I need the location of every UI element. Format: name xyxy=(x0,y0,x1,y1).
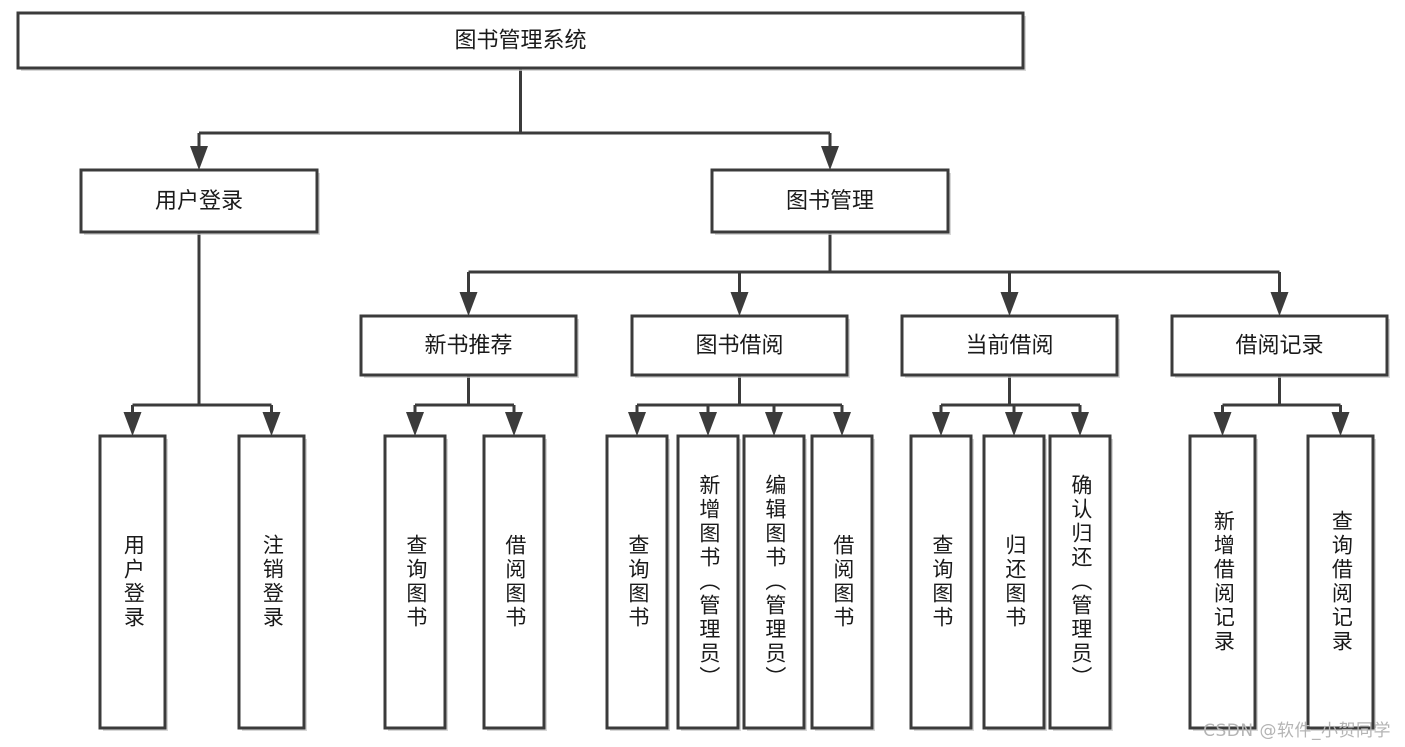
arrow-head-icon xyxy=(1005,412,1023,436)
node-box-leaf-1[interactable] xyxy=(237,434,306,730)
arrow-head-icon xyxy=(699,412,717,436)
node-box-level3-3[interactable] xyxy=(1170,314,1389,377)
node-label-level3-2: 当前借阅 xyxy=(965,334,1053,359)
node-box-leaf-5[interactable] xyxy=(676,434,740,730)
watermark-text: CSDN @软件_小贺同学 xyxy=(1203,721,1391,741)
node-label-level3-3: 借阅记录 xyxy=(1235,334,1323,359)
node-label-level2-1: 图书管理 xyxy=(786,189,874,214)
arrow-head-icon xyxy=(1331,412,1350,436)
node-box-leaf-7[interactable] xyxy=(810,434,874,730)
arrow-head-icon xyxy=(730,292,749,316)
node-box-leaf-2[interactable] xyxy=(383,434,447,730)
node-label-root: 图书管理系统 xyxy=(454,29,586,54)
node-boxes xyxy=(16,11,1390,731)
node-box-leaf-12[interactable] xyxy=(1306,434,1375,730)
arrow-head-icon xyxy=(505,412,523,436)
arrow-head-icon xyxy=(1270,292,1289,316)
node-label-level3-1: 图书借阅 xyxy=(695,334,783,359)
node-label-level3-0: 新书推荐 xyxy=(424,334,512,359)
node-box-level3-1[interactable] xyxy=(630,314,849,377)
node-box-leaf-10[interactable] xyxy=(1048,434,1112,730)
arrow-head-icon xyxy=(123,412,142,436)
node-box-leaf-11[interactable] xyxy=(1188,434,1257,730)
node-box-root[interactable] xyxy=(16,11,1025,70)
arrow-head-icon xyxy=(1000,292,1019,316)
node-box-leaf-8[interactable] xyxy=(909,434,973,730)
arrow-head-icon xyxy=(406,412,424,436)
node-box-leaf-6[interactable] xyxy=(742,434,806,730)
node-label-level2-0: 用户登录 xyxy=(155,189,243,214)
arrow-head-icon xyxy=(628,412,646,436)
node-box-leaf-9[interactable] xyxy=(982,434,1046,730)
node-box-leaf-3[interactable] xyxy=(482,434,546,730)
connector-lines xyxy=(123,68,1350,436)
node-box-level2-0[interactable] xyxy=(79,168,319,234)
arrow-head-icon xyxy=(1213,412,1232,436)
node-box-leaf-4[interactable] xyxy=(605,434,669,730)
arrow-head-icon xyxy=(833,412,851,436)
node-box-level3-2[interactable] xyxy=(900,314,1119,377)
arrow-head-icon xyxy=(1071,412,1089,436)
arrow-head-icon xyxy=(459,292,478,316)
node-box-level2-1[interactable] xyxy=(710,168,950,234)
arrow-head-icon xyxy=(190,146,208,170)
arrow-head-icon xyxy=(932,412,950,436)
node-box-level3-0[interactable] xyxy=(359,314,578,377)
node-box-leaf-0[interactable] xyxy=(98,434,167,730)
arrow-head-icon xyxy=(765,412,783,436)
arrow-head-icon xyxy=(821,146,839,170)
arrow-head-icon xyxy=(262,412,281,436)
